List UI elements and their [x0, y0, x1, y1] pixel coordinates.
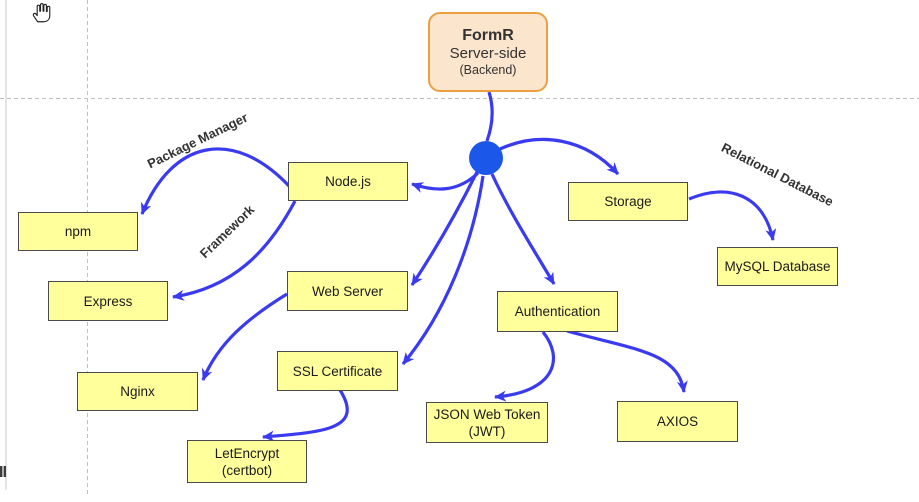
node-label: Nginx: [120, 384, 155, 399]
node-npm[interactable]: npm: [18, 212, 138, 251]
node-ssl-certificate[interactable]: SSL Certificate: [277, 351, 398, 391]
node-nodejs[interactable]: Node.js: [288, 162, 408, 201]
node-label: MySQL Database: [724, 259, 831, 274]
hand-grab-cursor-icon: [32, 2, 51, 23]
node-label: AXIOS: [656, 414, 699, 429]
node-label: SSL Certificate: [292, 363, 383, 379]
root-subtitle: Server-side: [449, 45, 527, 62]
node-mysql-database[interactable]: MySQL Database: [717, 247, 838, 286]
hub-node[interactable]: [469, 141, 503, 175]
node-label: Node.js: [325, 174, 371, 189]
node-web-server[interactable]: Web Server: [287, 271, 408, 311]
node-label-line1: JSON Web Token: [433, 406, 541, 422]
edge-nodejs-to-npm[interactable]: [140, 147, 291, 215]
node-label: npm: [64, 224, 92, 239]
node-express[interactable]: Express: [48, 281, 168, 321]
node-label: Web Server: [311, 283, 384, 299]
edge-auth-to-jwt[interactable]: [494, 330, 556, 402]
node-storage[interactable]: Storage: [568, 182, 688, 221]
node-label: Storage: [604, 194, 652, 209]
node-formr-root[interactable]: FormR Server-side (Backend): [428, 12, 548, 92]
root-note: (Backend): [459, 63, 517, 77]
edge-ssl-to-letencrypt[interactable]: [262, 389, 349, 442]
edge-hub-to-storage[interactable]: [499, 137, 620, 176]
edge-webserver-to-nginx[interactable]: [201, 292, 288, 381]
edge-hub-to-ssl[interactable]: [401, 175, 485, 366]
edge-hub-to-auth[interactable]: [490, 173, 556, 285]
node-label-line1: LetEncrypt: [214, 445, 280, 461]
node-label-line2: (JWT): [468, 423, 506, 439]
edge-storage-to-mysql[interactable]: [688, 190, 777, 241]
node-jwt[interactable]: JSON Web Token (JWT): [426, 402, 548, 443]
node-letencrypt[interactable]: LetEncrypt (certbot): [187, 440, 307, 483]
node-label: Authentication: [514, 304, 601, 319]
edge-root-to-hub[interactable]: [485, 91, 494, 142]
node-nginx[interactable]: Nginx: [77, 372, 198, 411]
root-title: FormR: [462, 27, 514, 44]
edge-hub-to-webserver[interactable]: [410, 171, 479, 286]
node-authentication[interactable]: Authentication: [497, 291, 618, 332]
edge-auth-to-axios[interactable]: [566, 329, 688, 393]
clipped-toolbar-icon: [0, 466, 6, 477]
node-label: Express: [83, 293, 133, 309]
node-axios[interactable]: AXIOS: [617, 401, 738, 442]
node-label-line2: (certbot): [221, 462, 273, 478]
edge-nodejs-to-express[interactable]: [172, 200, 297, 301]
